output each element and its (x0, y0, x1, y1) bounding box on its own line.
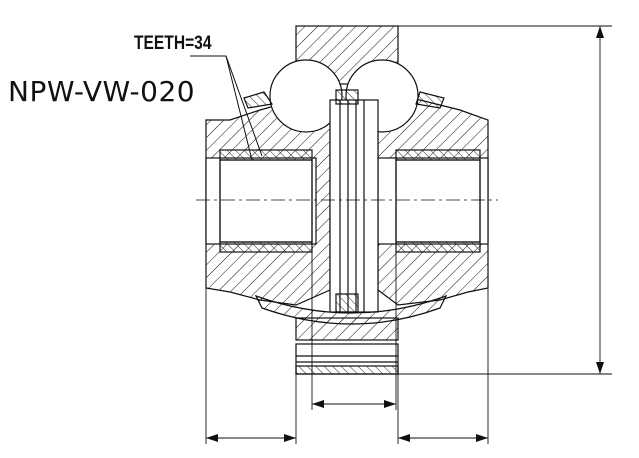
left-bore-inner (219, 159, 313, 243)
central-shaft (329, 99, 379, 313)
right-bore-inner (395, 159, 481, 243)
part-number: NPW-VW-020 (8, 75, 196, 108)
bottom-block (295, 317, 399, 341)
teeth-label: TEETH=34 (134, 33, 212, 54)
